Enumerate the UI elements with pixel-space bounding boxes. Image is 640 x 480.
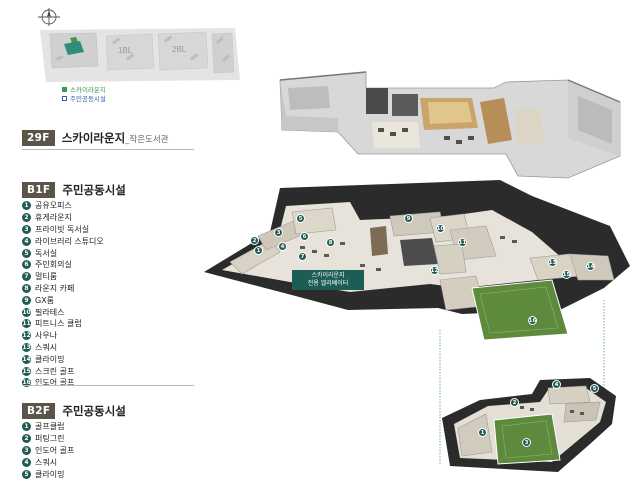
map-marker-9: 9 [404, 214, 413, 223]
map-marker-4: 4 [278, 242, 287, 251]
marker-number-icon: 5 [22, 248, 31, 258]
b2f-map-marker-2: 2 [510, 398, 519, 407]
floor-badge-29f: 29F [22, 130, 55, 146]
map-marker-12: 12 [430, 266, 439, 275]
marker-number-icon: 1 [22, 422, 31, 432]
section-b2f-heading: B2F 주민공동시설 [22, 403, 126, 419]
b2f-map-marker-4: 4 [552, 380, 561, 389]
site-mini-map: 1BL 2BL [40, 28, 240, 82]
sky-lounge-elevator-callout: 스카이라운지 전용 엘리베이터 [292, 270, 364, 290]
b2f-map-marker-1: 1 [478, 428, 487, 437]
marker-number-icon: 15 [22, 366, 31, 376]
marker-number-icon: 16 [22, 378, 31, 388]
floor-plan-b1f [204, 180, 630, 341]
callout-line-2: 전용 엘리베이터 [307, 279, 349, 287]
marker-number-icon: 2 [22, 213, 31, 223]
divider-line [22, 385, 194, 386]
section-b1f-title: 주민공동시설 [62, 183, 126, 197]
floor-plan-29f [279, 71, 621, 179]
section-29f-title: 스카이라운지_작은도서관 [61, 131, 169, 145]
marker-number-icon: 2 [22, 434, 31, 444]
map-marker-5: 5 [296, 214, 305, 223]
map-marker-14: 14 [586, 262, 595, 271]
marker-number-icon: 4 [22, 457, 31, 467]
legend-community-label: 주민공동시설 [70, 95, 106, 103]
map-marker-7: 7 [298, 252, 307, 261]
map-marker-1: 1 [254, 246, 263, 255]
legend-sky-lounge: 스카이라운지 [62, 84, 106, 94]
map-marker-11: 11 [458, 238, 467, 247]
map-marker-8: 8 [326, 238, 335, 247]
section-b1f-heading: B1F 주민공동시설 [22, 182, 126, 198]
marker-number-icon: 10 [22, 307, 31, 317]
map-marker-16: 16 [528, 316, 537, 325]
legend-sky-lounge-label: 스카이라운지 [70, 86, 106, 94]
map-marker-2: 2 [250, 236, 259, 245]
map-marker-3: 3 [274, 228, 283, 237]
b2f-map-marker-5: 5 [590, 384, 599, 393]
site-key-map: 1BL 2BL 스카이라운지 주민공동시설 [22, 6, 240, 103]
marker-number-icon: 13 [22, 342, 31, 352]
section-29f-subtitle: _작은도서관 [125, 135, 169, 145]
marker-number-icon: 3 [22, 224, 31, 234]
north-compass-icon [38, 8, 60, 26]
map-marker-15: 15 [562, 270, 571, 279]
map-marker-13: 13 [548, 258, 557, 267]
marker-number-icon: 7 [22, 272, 31, 282]
building-label-1bl: 1BL [118, 46, 133, 55]
marker-number-icon: 3 [22, 445, 31, 455]
legend-community: 주민공동시설 [62, 93, 106, 103]
marker-number-icon: 5 [22, 469, 31, 479]
map-marker-10: 10 [436, 224, 445, 233]
marker-number-icon: 8 [22, 283, 31, 293]
marker-number-icon: 11 [22, 319, 31, 329]
section-29f-heading: 29F 스카이라운지_작은도서관 [22, 130, 169, 146]
marker-number-icon: 6 [22, 260, 31, 270]
map-marker-6: 6 [300, 232, 309, 241]
legend-community-swatch [62, 95, 67, 101]
b2f-map-marker-3: 3 [522, 438, 531, 447]
section-b2f-title: 주민공동시설 [62, 404, 126, 418]
marker-number-icon: 1 [22, 201, 31, 211]
marker-number-icon: 9 [22, 295, 31, 305]
divider-line [22, 149, 194, 150]
legend-sky-lounge-swatch [62, 86, 67, 92]
marker-number-icon: 14 [22, 354, 31, 364]
floor-badge-b2f: B2F [22, 403, 56, 419]
marker-number-icon: 12 [22, 331, 31, 341]
marker-number-icon: 4 [22, 236, 31, 246]
building-label-2bl: 2BL [172, 45, 187, 54]
callout-line-1: 스카이라운지 [311, 272, 345, 279]
floor-badge-b1f: B1F [22, 182, 56, 198]
